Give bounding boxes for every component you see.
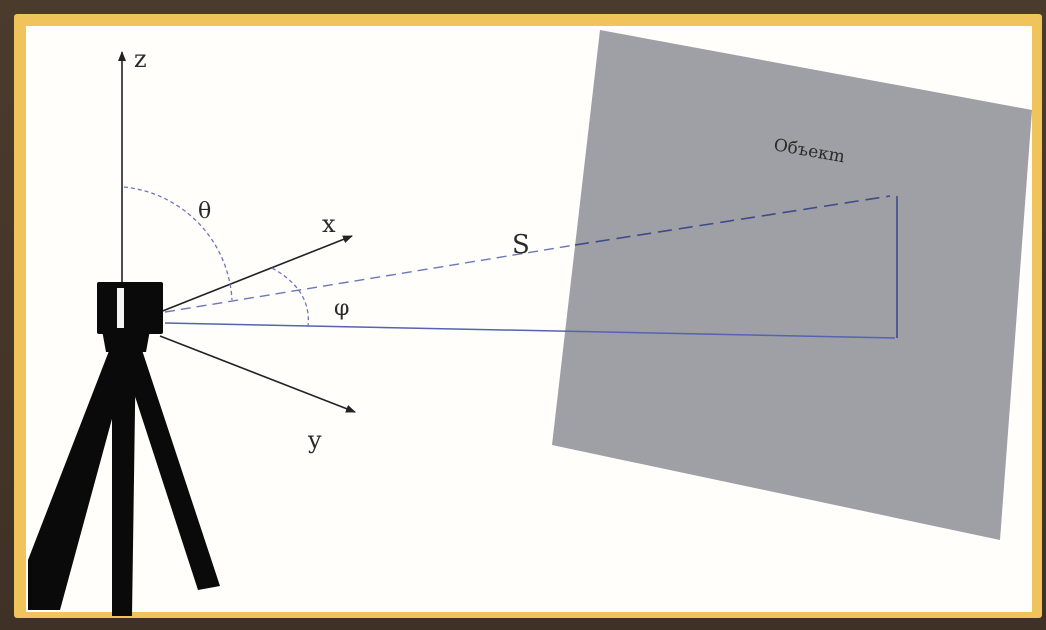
distance-line-s-near <box>164 244 576 313</box>
z-axis-label: z <box>134 45 147 73</box>
x-axis-label: x <box>322 210 336 238</box>
x-axis <box>159 235 353 313</box>
tripod <box>28 330 220 616</box>
scanner-head <box>97 282 163 334</box>
horizontal-projection-line <box>164 322 896 339</box>
distance-label-s: S <box>512 230 530 260</box>
y-axis-label: y <box>307 426 322 454</box>
theta-label: θ <box>198 199 211 224</box>
y-axis <box>159 335 356 413</box>
distance-line-s-far <box>574 195 891 246</box>
object-plane <box>552 30 1032 540</box>
theta-arc <box>123 186 233 301</box>
phi-arc <box>271 267 309 328</box>
phi-label: φ <box>334 296 349 321</box>
